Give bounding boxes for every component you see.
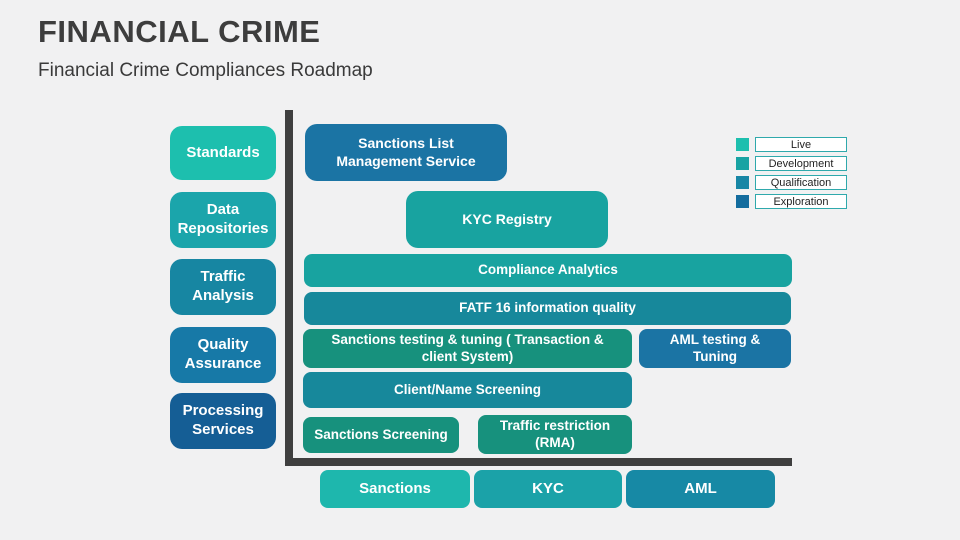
- roadmap-box-traffic-restriction-rma: Traffic restriction (RMA): [478, 415, 632, 454]
- roadmap-box-fatf-16-information-quality: FATF 16 information quality: [304, 292, 791, 325]
- roadmap-box-sanctions-testing-tuning: Sanctions testing & tuning ( Transaction…: [303, 329, 632, 368]
- x-axis-item-kyc: KYC: [474, 470, 622, 508]
- legend-swatch-live: [736, 138, 749, 151]
- legend-row-live: Live: [736, 137, 847, 152]
- x-axis-item-aml: AML: [626, 470, 775, 508]
- legend-label-exploration: Exploration: [755, 194, 847, 209]
- legend-swatch-development: [736, 157, 749, 170]
- y-axis-item-standards: Standards: [170, 126, 276, 180]
- roadmap-box-compliance-analytics: Compliance Analytics: [304, 254, 792, 287]
- axis-lines: [285, 110, 792, 466]
- legend-label-live: Live: [755, 137, 847, 152]
- roadmap-box-aml-testing-tuning: AML testing & Tuning: [639, 329, 791, 368]
- y-axis-item-data-repositories: Data Repositories: [170, 192, 276, 248]
- roadmap-box-sanctions-screening: Sanctions Screening: [303, 417, 459, 453]
- legend-row-development: Development: [736, 156, 847, 171]
- legend-label-development: Development: [755, 156, 847, 171]
- y-axis-item-traffic-analysis: Traffic Analysis: [170, 259, 276, 315]
- y-axis-item-quality-assurance: Quality Assurance: [170, 327, 276, 383]
- legend-label-qualification: Qualification: [755, 175, 847, 190]
- legend-swatch-exploration: [736, 195, 749, 208]
- roadmap-box-sanctions-list-management-service: Sanctions List Management Service: [305, 124, 507, 181]
- page-subtitle: Financial Crime Compliances Roadmap: [38, 60, 373, 81]
- legend-row-exploration: Exploration: [736, 194, 847, 209]
- y-axis-item-processing-services: Processing Services: [170, 393, 276, 449]
- legend-row-qualification: Qualification: [736, 175, 847, 190]
- roadmap-box-client-name-screening: Client/Name Screening: [303, 372, 632, 408]
- roadmap-box-kyc-registry: KYC Registry: [406, 191, 608, 248]
- page-title: FINANCIAL CRIME: [38, 14, 321, 49]
- legend-swatch-qualification: [736, 176, 749, 189]
- x-axis-item-sanctions: Sanctions: [320, 470, 470, 508]
